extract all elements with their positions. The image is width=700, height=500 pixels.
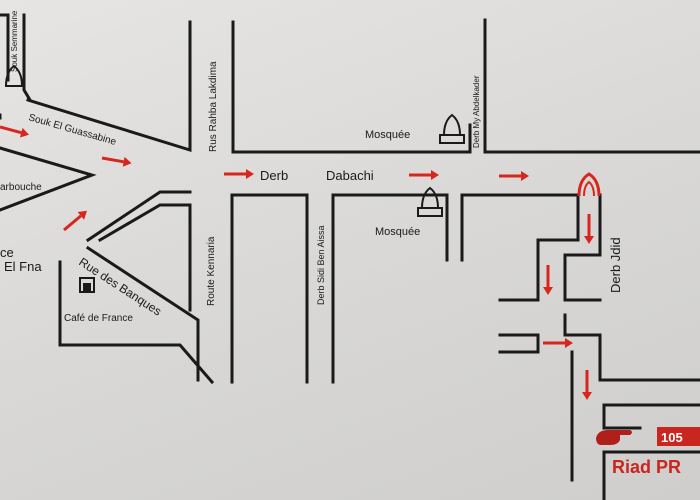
mosque-icon bbox=[577, 172, 601, 197]
direction-arrow-icon bbox=[584, 214, 594, 244]
place-fragment-label: ce bbox=[0, 245, 14, 260]
number-badge-text: 105 bbox=[661, 430, 683, 445]
derb-jdid-label: Derb Jdid bbox=[608, 237, 623, 293]
direction-arrow-icon bbox=[224, 169, 254, 179]
souk-guassabine-upper-edge bbox=[26, 20, 192, 153]
derb-jdid-lower-right bbox=[563, 313, 700, 382]
souk-semmarine-right-edge bbox=[22, 13, 33, 103]
derb-jdid-block-left bbox=[498, 193, 580, 302]
direction-arrow-icon bbox=[582, 370, 592, 400]
mosque-icon bbox=[4, 64, 24, 87]
cafe-de-france-label: Café de France bbox=[64, 313, 133, 324]
rus-rahba-lakdima-label: Rus Rahba Lakdima bbox=[208, 61, 219, 152]
direction-arrow-icon bbox=[499, 171, 529, 181]
direction-arrows bbox=[0, 125, 594, 400]
mosquee-label: Mosquée bbox=[375, 226, 420, 238]
direction-arrow-icon bbox=[543, 265, 553, 295]
place-el-fna-outline bbox=[0, 146, 97, 212]
souk-guassabine-label: Souk El Guassabine bbox=[27, 112, 118, 148]
derb-sidi-ben-aissa-edge bbox=[331, 193, 449, 384]
el-fna-label: El Fna bbox=[4, 259, 42, 274]
derb-label: Derb bbox=[260, 168, 288, 183]
route-kennaria-label: Route Kennaria bbox=[206, 236, 217, 306]
derb-abdelkader-edge bbox=[483, 18, 700, 154]
direction-arrow-icon bbox=[0, 125, 29, 138]
cafe-icon bbox=[79, 277, 95, 293]
route-kennaria-right-edge bbox=[230, 193, 309, 384]
dabachi-label: Dabachi bbox=[326, 168, 374, 183]
derb-dabachi-lower-edge bbox=[460, 193, 580, 262]
direction-arrow-icon bbox=[409, 170, 439, 180]
souk-semmarine-left-edge bbox=[0, 13, 10, 82]
arbouche-label: arbouche bbox=[0, 182, 42, 193]
rue-des-banques-upper-edge bbox=[85, 190, 192, 243]
street-outlines bbox=[0, 13, 700, 500]
pointing-hand-icon bbox=[596, 430, 632, 445]
riad-label: Riad PR bbox=[612, 457, 681, 477]
derb-abdelkader-label: Derb My Abdelkader bbox=[472, 75, 481, 148]
direction-arrow-icon bbox=[101, 156, 132, 167]
mosquee-label: Mosquée bbox=[365, 129, 410, 141]
mosque-icon bbox=[439, 113, 465, 144]
mosque-icon bbox=[417, 186, 443, 217]
derb-jdid-block-right bbox=[563, 193, 602, 302]
derb-dabachi-upper-edge bbox=[231, 20, 472, 154]
rue-des-banques-street-edge bbox=[85, 245, 200, 382]
souk-semmarine-label: Souk Semmarine bbox=[10, 10, 19, 72]
direction-arrow-icon bbox=[543, 338, 573, 348]
derb-sidi-ben-aissa-label: Derb Sidi Ben Aissa bbox=[316, 225, 326, 305]
derb-jdid-block-mid bbox=[498, 333, 540, 354]
number-badge bbox=[657, 427, 700, 446]
rue-des-banques-block bbox=[97, 203, 192, 312]
riad-street-entry bbox=[602, 403, 642, 430]
direction-arrow-icon bbox=[63, 210, 87, 232]
rue-des-banques-lower-edge bbox=[58, 260, 215, 385]
